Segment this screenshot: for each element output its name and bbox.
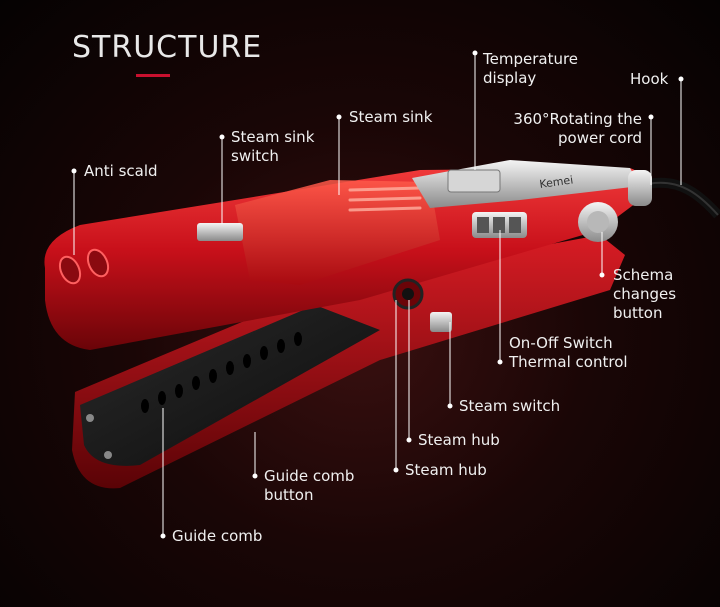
steam-switch bbox=[430, 312, 452, 332]
leader-lines bbox=[71, 50, 684, 539]
brand-mark: Kemei bbox=[539, 173, 574, 191]
steam-sink-switch bbox=[197, 223, 243, 241]
label-anti-scald: Anti scald bbox=[84, 162, 158, 180]
heating-plate bbox=[80, 305, 380, 466]
steam-sink-tank bbox=[235, 180, 440, 285]
hinge bbox=[628, 170, 652, 206]
page-title: STRUCTURE bbox=[72, 30, 263, 65]
label-hook: Hook bbox=[630, 70, 669, 88]
anti-scald-vents bbox=[58, 248, 110, 285]
label-steam-switch: Steam switch bbox=[459, 397, 561, 415]
label-steam-hub-2: Steam hub bbox=[405, 461, 487, 479]
label-steam-sink: Steam sink bbox=[349, 108, 433, 126]
label-guide-comb: Guide comb bbox=[172, 527, 263, 545]
temperature-display-screen bbox=[447, 169, 501, 193]
label-steam-hub-1: Steam hub bbox=[418, 431, 500, 449]
plate-vents bbox=[141, 332, 302, 413]
title-underline bbox=[136, 74, 170, 77]
